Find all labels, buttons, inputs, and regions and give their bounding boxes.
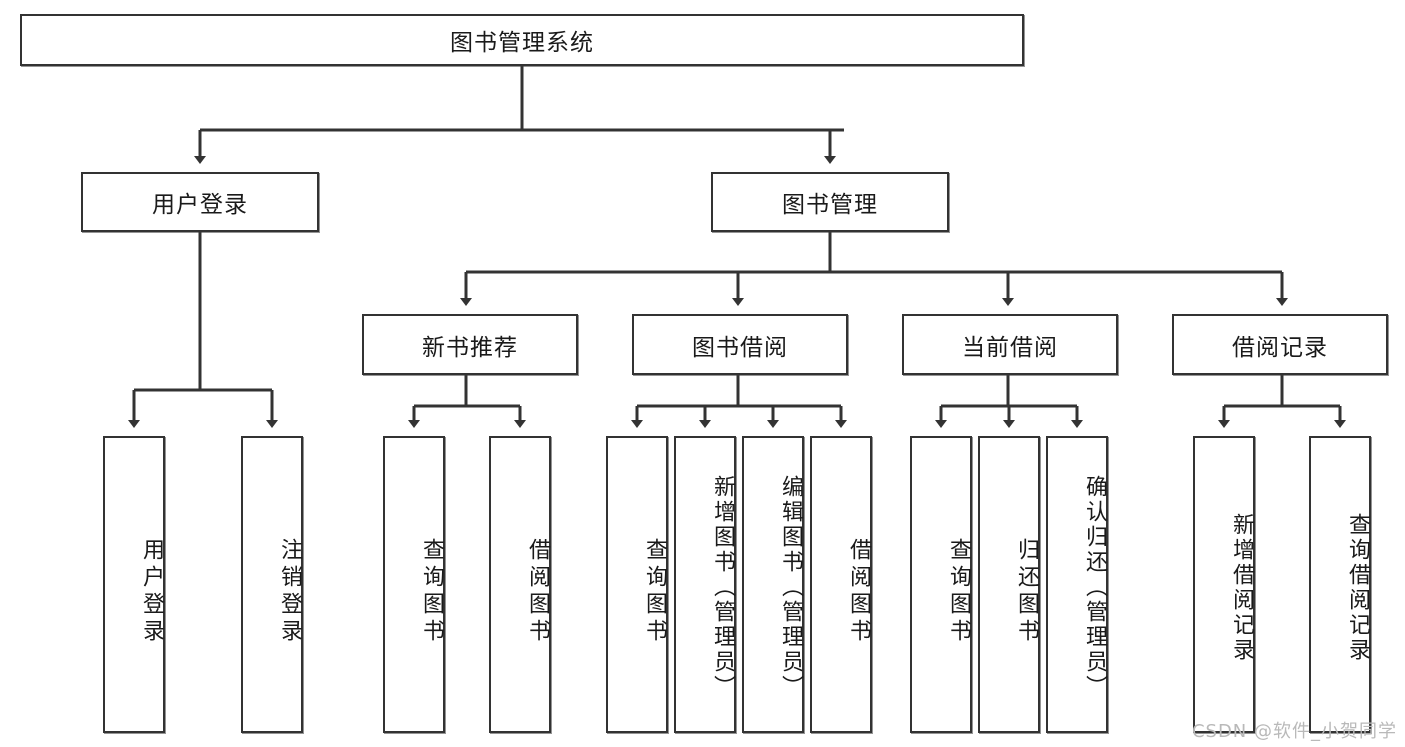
leaf-query-book-current[interactable]: 查询图书	[910, 436, 972, 733]
leaf-user-login[interactable]: 用户登录	[103, 436, 165, 733]
leaf-edit-book-admin[interactable]: 编辑图书（管理员）	[742, 436, 804, 733]
leaf-query-book-borrow[interactable]: 查询图书	[606, 436, 668, 733]
node-root-system[interactable]: 图书管理系统	[20, 14, 1024, 66]
node-book-management[interactable]: 图书管理	[711, 172, 949, 232]
node-book-borrow[interactable]: 图书借阅	[632, 314, 848, 375]
leaf-return-book[interactable]: 归还图书	[978, 436, 1040, 733]
node-borrow-records[interactable]: 借阅记录	[1172, 314, 1388, 375]
leaf-borrow-book-newbooks[interactable]: 借阅图书	[489, 436, 551, 733]
node-current-borrow[interactable]: 当前借阅	[902, 314, 1118, 375]
leaf-add-book-admin[interactable]: 新增图书（管理员）	[674, 436, 736, 733]
node-new-book-recommend[interactable]: 新书推荐	[362, 314, 578, 375]
leaf-borrow-book[interactable]: 借阅图书	[810, 436, 872, 733]
node-user-login[interactable]: 用户登录	[81, 172, 319, 232]
leaf-logout[interactable]: 注销登录	[241, 436, 303, 733]
csdn-watermark: CSDN @软件_小贺同学	[1191, 721, 1397, 742]
leaf-confirm-return-admin[interactable]: 确认归还（管理员）	[1046, 436, 1108, 733]
leaf-query-book-newbooks[interactable]: 查询图书	[383, 436, 445, 733]
leaf-add-borrow-record[interactable]: 新增借阅记录	[1193, 436, 1255, 733]
leaf-query-borrow-record[interactable]: 查询借阅记录	[1309, 436, 1371, 733]
